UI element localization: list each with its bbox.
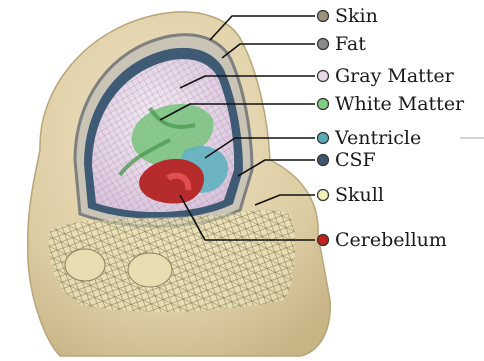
legend-marker-skull (318, 190, 329, 201)
legend-label-skin: Skin (335, 5, 378, 27)
legend-label-skull: Skull (335, 184, 384, 206)
legend-label-fat: Fat (335, 33, 366, 55)
eye-socket-left (65, 249, 105, 281)
legend-label-white-matter: White Matter (335, 93, 465, 115)
legend-marker-skin (318, 11, 329, 22)
eye-socket-right (128, 253, 172, 287)
legend-marker-gray-matter (318, 71, 329, 82)
legend-marker-ventricle (318, 133, 329, 144)
legend-marker-white-matter (318, 99, 329, 110)
legend-label-ventricle: Ventricle (334, 127, 421, 149)
legend-label-gray-matter: Gray Matter (335, 65, 455, 87)
legend-marker-fat (318, 39, 329, 50)
legend-label-cerebellum: Cerebellum (335, 229, 447, 251)
legend-label-csf: CSF (335, 149, 376, 171)
legend-marker-csf (318, 155, 329, 166)
legend: Skin Fat Gray Matter White Matter Ventri… (318, 5, 466, 251)
head-model (28, 12, 331, 356)
legend-marker-cerebellum (318, 235, 329, 246)
